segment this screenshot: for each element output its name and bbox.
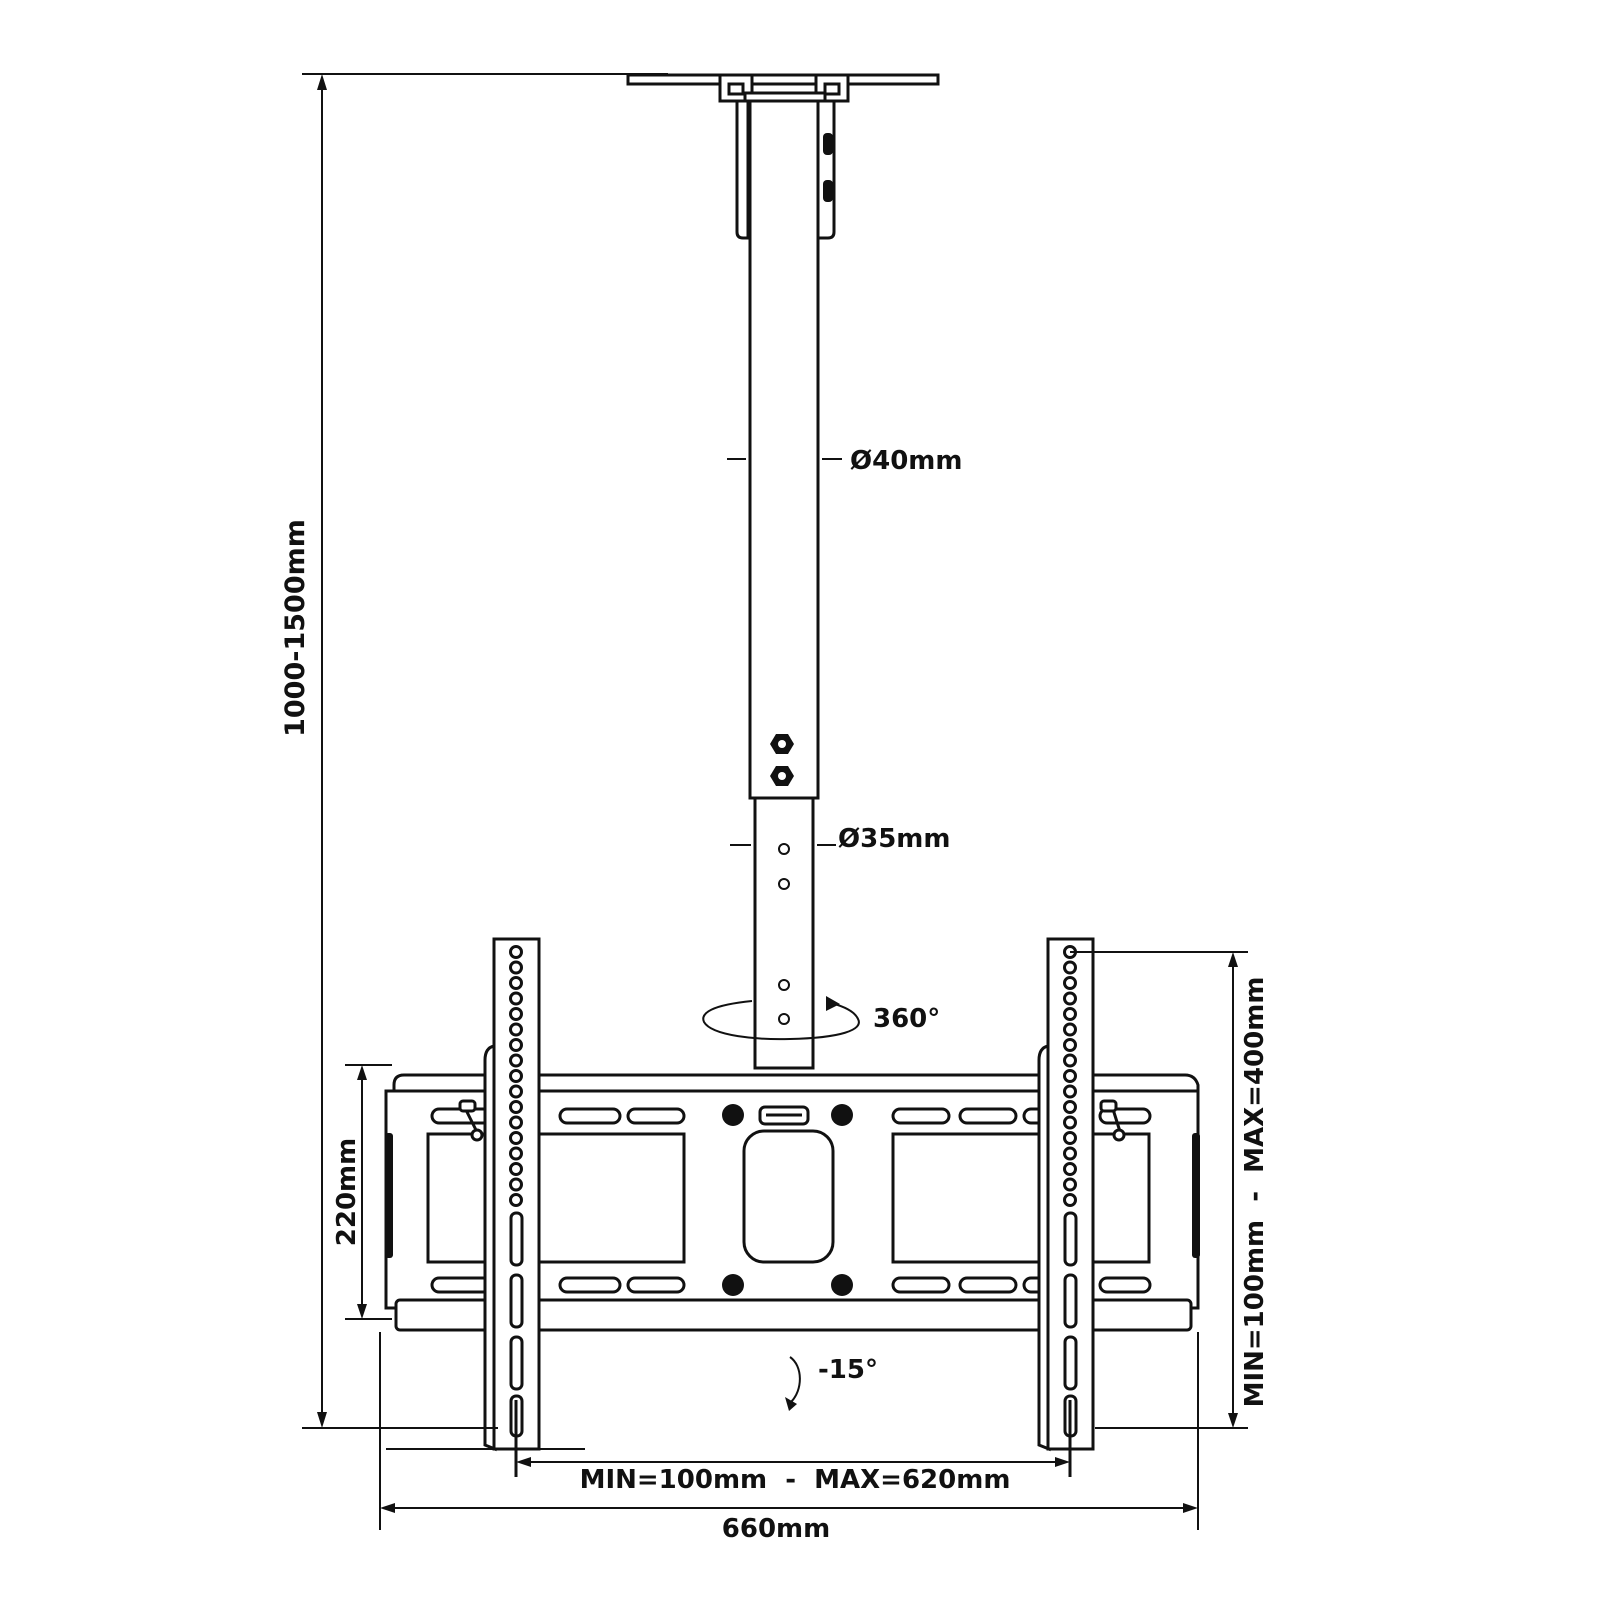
arm-left-holes (509, 945, 523, 1207)
bracket-bolt-1 (823, 133, 833, 155)
tilt-knob-left (458, 1099, 484, 1142)
outer-tube-diameter-label: Ø40mm (850, 446, 962, 476)
vertical-vesa-range-label: MIN=100mm - MAX=400mm (1240, 977, 1270, 1408)
frame-slot (1098, 1107, 1152, 1125)
frame-slot (626, 1107, 686, 1125)
overall-width-label: 660mm (722, 1514, 830, 1544)
frame-top-rail (392, 1073, 1200, 1094)
arm-hole (1063, 1038, 1077, 1052)
arm-hole (509, 1162, 523, 1176)
arm-hole (1063, 1100, 1077, 1114)
frame-center-window (742, 1129, 835, 1264)
inner-tube-hole (778, 843, 790, 855)
plate-height-label: 220mm (332, 1138, 362, 1246)
inner-tube (730, 796, 836, 1070)
frame-bolt (831, 1104, 853, 1126)
arm-hole (509, 1131, 523, 1145)
arm-hole (1063, 1053, 1077, 1068)
arm-hole (1063, 1115, 1077, 1130)
frame-slot (891, 1276, 951, 1294)
inner-tube-hole (778, 1013, 790, 1025)
arm-slot (1063, 1335, 1078, 1391)
arm-hole (1063, 1007, 1077, 1021)
outer-tube-body (748, 99, 820, 800)
arm-hole (1063, 1146, 1077, 1161)
ceiling-bracket (626, 73, 940, 240)
arm-hole (1063, 1193, 1077, 1207)
arm-hole (1063, 991, 1077, 1006)
frame-bolt (831, 1274, 853, 1296)
bracket-arm-left (735, 99, 750, 240)
inner-tube-diameter-label: Ø35mm (838, 824, 950, 854)
height-range-label: 1000-1500mm (280, 519, 311, 737)
frame-slot (626, 1276, 686, 1294)
arm-hole (509, 976, 523, 990)
frame-edge-left (385, 1133, 393, 1258)
arm-slot (1063, 1273, 1078, 1329)
inner-tube-hole (778, 979, 790, 991)
hex-nut-icon (770, 734, 794, 754)
frame-bottom-rail (394, 1298, 1193, 1332)
bracket-slot-left (727, 82, 745, 96)
arm-hole (509, 1038, 523, 1052)
horizontal-vesa-range-label: MIN=100mm - MAX=620mm (580, 1465, 1011, 1495)
frame-bolt (722, 1104, 744, 1126)
arm-hole (1063, 960, 1077, 975)
arm-hole (509, 991, 523, 1006)
frame-slot (958, 1276, 1018, 1294)
frame-window-right (891, 1132, 1151, 1264)
arm-hole (1063, 976, 1077, 990)
vertical-arm-left (483, 937, 541, 1477)
arm-slot (509, 1211, 524, 1267)
frame-slot (558, 1107, 622, 1125)
arm-hole (509, 945, 523, 959)
arm-hole (1063, 1131, 1077, 1145)
arm-hole (1063, 1162, 1077, 1176)
bracket-slot-right (823, 82, 841, 96)
dimension-lines (302, 73, 1248, 1530)
inner-tube-body (753, 796, 815, 1070)
arm-hole (509, 1022, 523, 1037)
arm-hole (509, 1146, 523, 1161)
arm-hole (509, 1115, 523, 1130)
arm-slot (509, 1273, 524, 1329)
inner-tube-hole (778, 878, 790, 890)
arm-right-holes (1063, 945, 1077, 1207)
arm-hole (509, 1053, 523, 1068)
hex-nut-icon (770, 766, 794, 786)
arm-hole (509, 960, 523, 975)
frame-window-left (426, 1132, 686, 1264)
frame-bolt (722, 1274, 744, 1296)
arm-hole (509, 1069, 523, 1083)
arm-hole (509, 1007, 523, 1021)
arm-slot (509, 1335, 524, 1391)
arm-slot (1063, 1211, 1078, 1267)
arm-hole (1063, 1177, 1077, 1192)
arm-hole (1063, 1022, 1077, 1037)
frame-slot (958, 1107, 1018, 1125)
frame-slot (891, 1107, 951, 1125)
arm-hole (509, 1084, 523, 1099)
arm-hole (509, 1193, 523, 1207)
arm-hole (1063, 1069, 1077, 1083)
ceiling-plate (626, 73, 940, 86)
frame-slot (1098, 1276, 1152, 1294)
arm-hole (509, 1100, 523, 1114)
bracket-bolt-2 (823, 180, 833, 202)
frame-edge-right (1192, 1133, 1200, 1258)
outer-tube (727, 99, 842, 800)
tilt-arrow-icon (785, 1356, 801, 1411)
frame-center-slot (758, 1105, 810, 1126)
frame-slot (558, 1276, 622, 1294)
tilt-label: -15° (818, 1355, 878, 1385)
rotation-label: 360° (873, 1004, 940, 1034)
arm-hole (509, 1177, 523, 1192)
arm-hole (1063, 1084, 1077, 1099)
tilt-knob-right (1099, 1099, 1126, 1142)
rotation-arrow-icon (702, 996, 860, 1041)
vertical-arm-right (1037, 937, 1095, 1477)
